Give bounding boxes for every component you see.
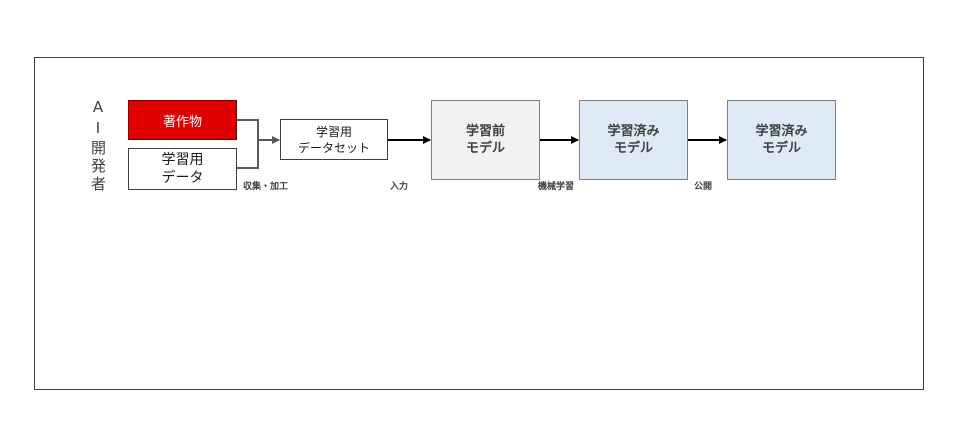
node-published-model-line-1: 学習済み <box>755 124 808 139</box>
node-training-dataset: 学習用 データセット <box>280 119 388 160</box>
edge-label-publish: 公開 <box>694 182 713 192</box>
edge-label-input: 入力 <box>390 182 409 192</box>
edge-label-collect-process: 収集・加工 <box>243 182 289 192</box>
node-training-dataset-line-1: 学習用 <box>315 124 352 139</box>
node-published-model: 学習済み モデル <box>727 100 836 180</box>
node-training-data: 学習用 データ <box>128 148 237 190</box>
node-trained-model-line-2: モデル <box>613 141 653 156</box>
node-trained-model: 学習済み モデル <box>579 100 688 180</box>
node-copyrighted-works-label: 著作物 <box>162 114 202 130</box>
node-pre-training-model: 学習前 モデル <box>431 100 540 180</box>
node-copyrighted-works: 著作物 <box>128 100 237 140</box>
node-pre-training-model-line-2: モデル <box>465 141 505 156</box>
node-training-data-line-2: データ <box>161 170 204 186</box>
node-training-data-line-1: 学習用 <box>161 152 204 168</box>
node-published-model-line-2: モデル <box>761 141 801 156</box>
actor-ai-developer: AI開発者 <box>89 98 107 194</box>
node-pre-training-model-line-1: 学習前 <box>465 124 505 139</box>
edge-label-machine-learning: 機械学習 <box>538 182 575 192</box>
node-training-dataset-line-2: データセット <box>297 140 370 155</box>
node-trained-model-line-1: 学習済み <box>607 124 660 139</box>
diagram-frame <box>34 57 924 390</box>
